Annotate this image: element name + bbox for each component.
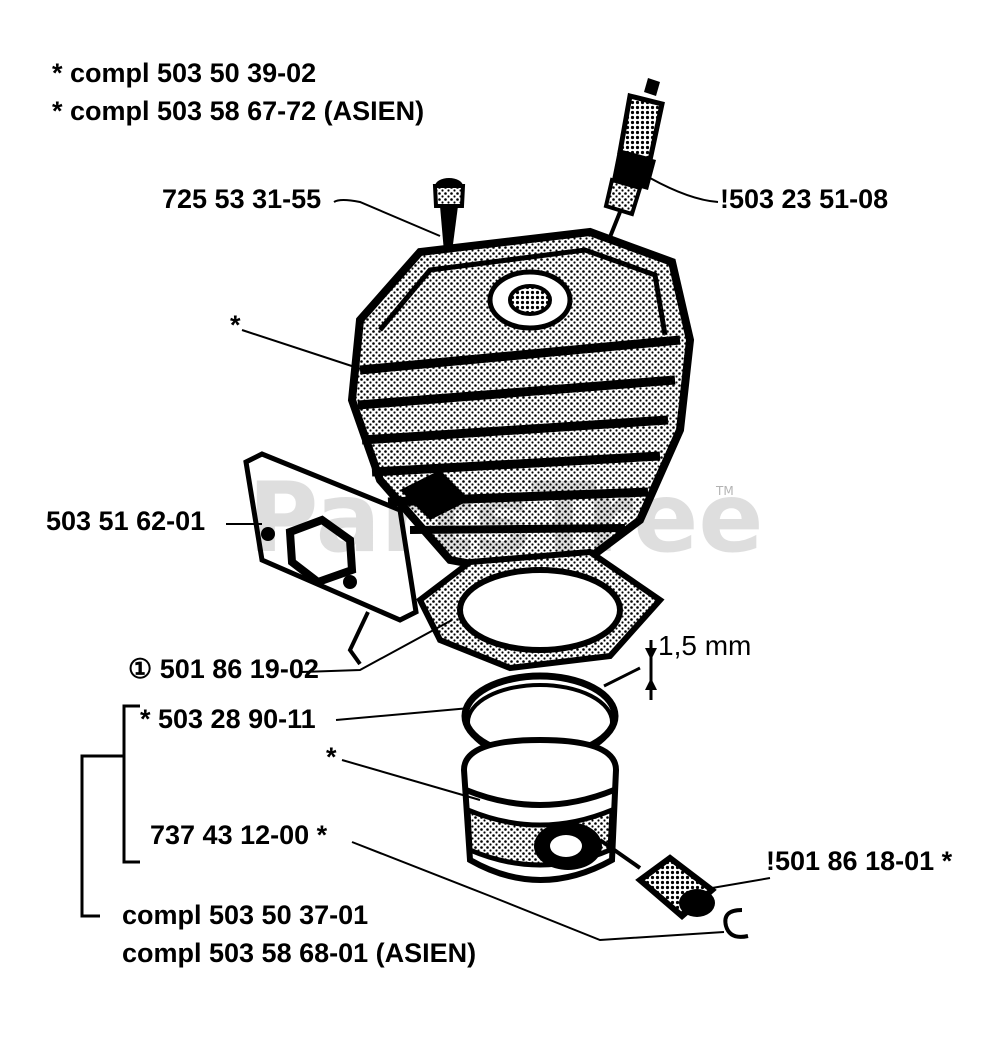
- cylinder: [347, 227, 695, 585]
- label-spark-plug: !503 23 51-08: [720, 184, 889, 214]
- label-piston-ring: * 503 28 90-11: [140, 704, 316, 734]
- assembly-ref-2: * compl 503 58 67-72 (ASIEN): [52, 96, 425, 126]
- label-piston-pin: 737 43 12-00 *: [150, 820, 328, 850]
- kit-ref-2: compl 503 58 68-01 (ASIEN): [122, 938, 477, 968]
- assembly-ref-1: * compl 503 50 39-02: [52, 58, 317, 88]
- watermark: PartsTree: [248, 462, 764, 574]
- watermark-trademark: TM: [716, 484, 734, 498]
- spark-plug: [598, 78, 665, 263]
- thickness-marker: [603, 640, 657, 700]
- piston: [460, 736, 642, 883]
- label-gasket-thickness: 1,5 mm: [658, 630, 752, 661]
- needle-bearing: [635, 854, 749, 939]
- leader-lines: [226, 177, 771, 942]
- label-base-gasket: ① 501 86 19-02: [128, 654, 319, 684]
- label-bearing: !501 86 18-01 *: [766, 846, 953, 876]
- label-cylinder: *: [230, 310, 241, 340]
- kit-ref-1: compl 503 50 37-01: [122, 900, 369, 930]
- label-screw: 725 53 31-55: [162, 184, 322, 214]
- base-gasket: [416, 548, 665, 672]
- label-piston: *: [326, 742, 337, 772]
- label-muffler-gasket: 503 51 62-01: [46, 506, 206, 536]
- kit-bracket: [80, 704, 140, 918]
- muffler-gasket: [243, 451, 419, 666]
